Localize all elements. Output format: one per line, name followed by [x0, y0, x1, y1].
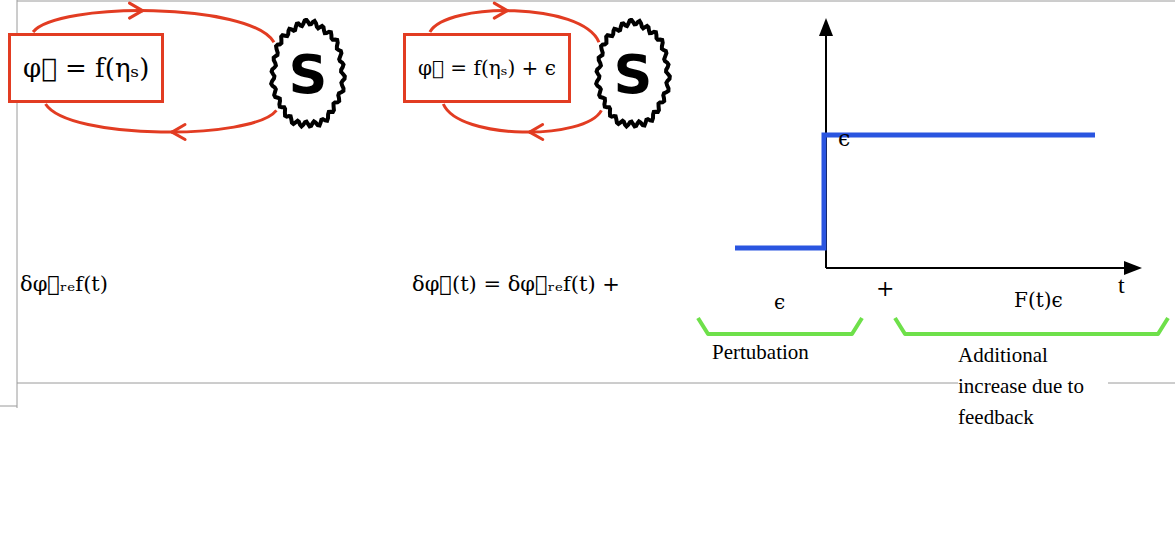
equation-term: +: [876, 276, 894, 301]
equation: δφ⃗(t) = δφ⃗ᵣₑf(t) +: [412, 272, 620, 296]
annotation: Pertubation: [712, 340, 809, 365]
step-plot: [735, 18, 1142, 275]
equation: δφ⃗ᵣₑf(t): [20, 272, 108, 296]
formula-box: φ⃗ = f(ηₛ): [8, 33, 164, 103]
equation-term: ϵ: [774, 290, 785, 314]
formula-box: φ⃗ = f(ηₛ) + ϵ: [403, 33, 571, 103]
feedback-arrow: [46, 104, 277, 140]
feedback-arrow: [443, 104, 601, 139]
axis-label: t: [1118, 272, 1125, 299]
system-blob: S: [268, 18, 348, 130]
formula-text: φ⃗ = f(ηₛ) + ϵ: [418, 56, 556, 80]
annotation: Additional increase due to feedback: [958, 340, 1108, 433]
system-blob: S: [593, 18, 673, 130]
equation-term: F(t)ϵ: [1014, 288, 1063, 312]
formula-text: φ⃗ = f(ηₛ): [23, 53, 149, 83]
system-label: S: [289, 43, 328, 106]
brackets: [698, 318, 1168, 334]
axis-label: ϵ: [838, 126, 850, 151]
system-label: S: [614, 43, 653, 106]
